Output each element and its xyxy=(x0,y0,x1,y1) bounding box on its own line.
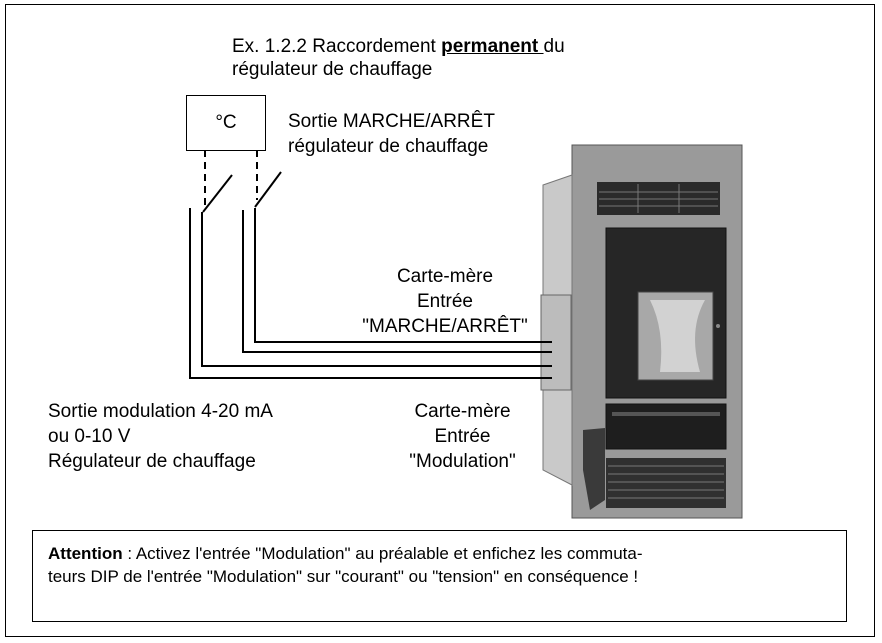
attention-line-1: Attention : Activez l'entrée "Modulation… xyxy=(48,544,643,563)
sortie-modulation-label-1: Sortie modulation 4-20 mA xyxy=(48,401,273,422)
stove-lower-panel xyxy=(605,403,727,450)
carte-marche-label-3: "MARCHE/ARRÊT" xyxy=(362,316,528,337)
diagram-title: Ex. 1.2.2 Raccordement permanent du xyxy=(232,36,565,57)
carte-modulation-label-1: Carte-mère xyxy=(414,401,511,422)
sortie-marche-label-2: régulateur de chauffage xyxy=(288,136,489,157)
thermostat-label: °C xyxy=(215,112,237,133)
attention-box: Attention : Activez l'entrée "Modulation… xyxy=(32,530,847,622)
relay-contacts xyxy=(202,171,282,213)
carte-modulation-label-2: Entrée xyxy=(434,426,491,447)
thermostat-box: °C xyxy=(186,95,266,151)
diagram-frame xyxy=(5,4,875,637)
carte-marche-label-1: Carte-mère xyxy=(396,266,494,287)
attention-label: Attention xyxy=(48,544,123,563)
attention-line-2: teurs DIP de l'entrée "Modulation" sur "… xyxy=(48,567,639,586)
sortie-modulation-label-3: Régulateur de chauffage xyxy=(48,451,256,472)
carte-marche-label-2: Entrée xyxy=(417,291,473,312)
relay-dashed-links xyxy=(204,150,258,205)
sortie-modulation-label-2: ou 0-10 V xyxy=(48,426,131,447)
sortie-marche-label-1: Sortie MARCHE/ARRÊT xyxy=(288,111,495,132)
wires xyxy=(189,208,552,379)
title-emphasis: permanent xyxy=(441,36,544,57)
carte-modulation-label-3: "Modulation" xyxy=(409,451,516,472)
diagram-title-line2: régulateur de chauffage xyxy=(232,59,433,80)
